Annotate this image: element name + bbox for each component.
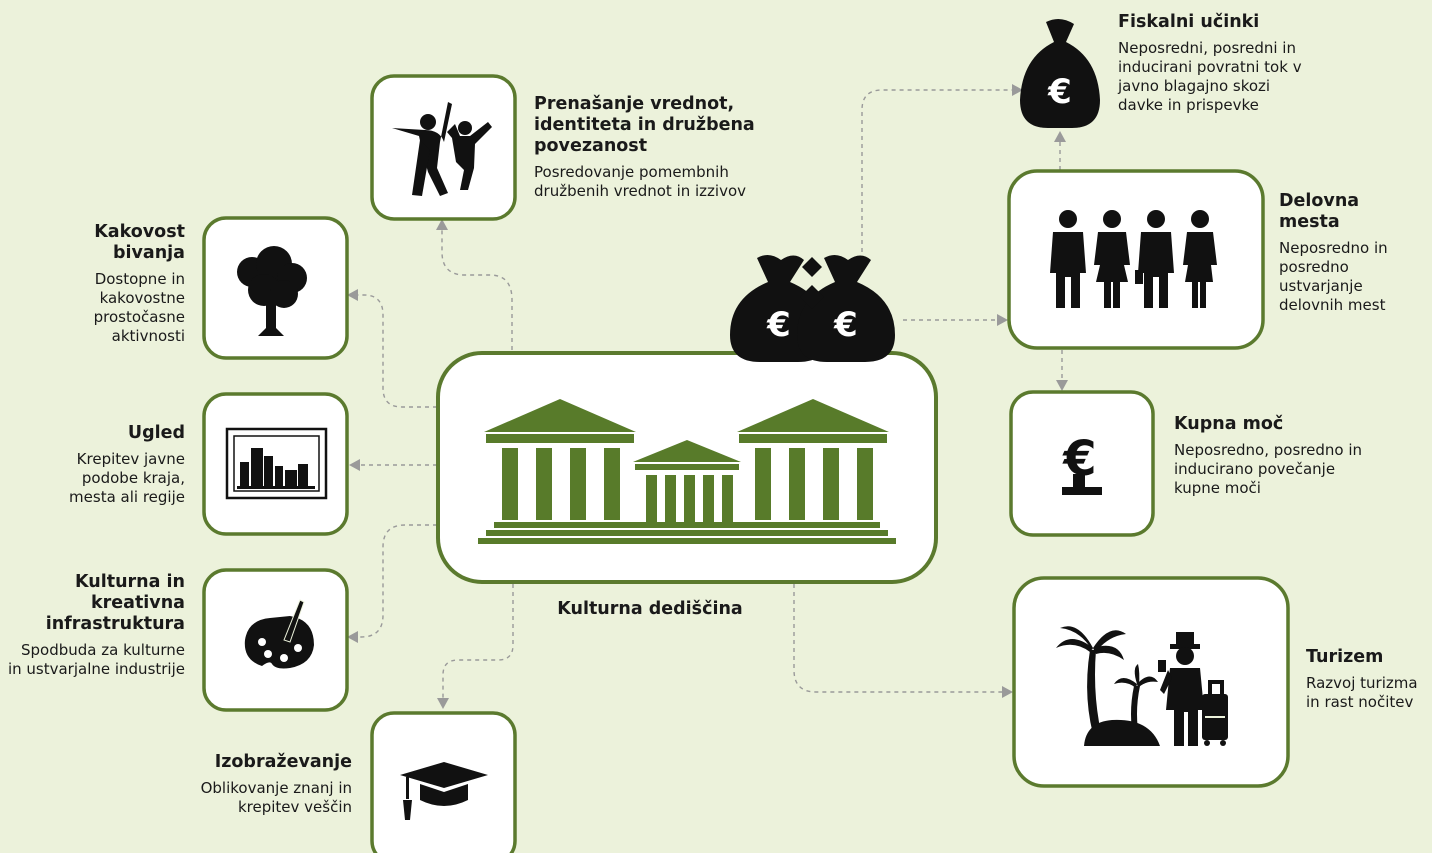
arrow-fiskalni-up bbox=[1054, 131, 1066, 142]
title-prenasanje: Prenašanje vrednot, identiteta in družbe… bbox=[534, 94, 755, 156]
desc-kupna: Neposredno, posredno in inducirano poveč… bbox=[1174, 441, 1362, 497]
classical-buildings-icon bbox=[478, 399, 896, 544]
title-kulturna: Kulturna in kreativna infrastruktura bbox=[45, 572, 185, 634]
text-kulturna: Kulturna in kreativna infrastruktura Spo… bbox=[4, 572, 185, 679]
text-turizem: Turizem Razvoj turizma in rast nočitev bbox=[1306, 647, 1428, 712]
title-kupna: Kupna moč bbox=[1174, 414, 1284, 434]
arrow-kupna bbox=[1056, 380, 1068, 391]
text-kupna: Kupna moč Neposredno, posredno in induci… bbox=[1174, 414, 1374, 498]
svg-text:€: € bbox=[833, 305, 858, 345]
connector-turizem bbox=[793, 584, 1002, 693]
svg-text:€: € bbox=[766, 305, 791, 345]
title-fiskalni: Fiskalni učinki bbox=[1118, 12, 1260, 32]
desc-delovna: Neposredno in posredno ustvarjanje delov… bbox=[1279, 239, 1388, 314]
text-izobrazevanje: Izobraževanje Oblikovanje znanj in krepi… bbox=[180, 752, 352, 817]
arrow-fiskalni bbox=[1012, 84, 1023, 96]
center-label: Kulturna dediščina bbox=[557, 599, 743, 619]
city-picture-icon bbox=[225, 427, 328, 500]
title-kakovost: Kakovost bivanja bbox=[94, 222, 185, 263]
arrow-ugled bbox=[349, 459, 360, 471]
connector-prenasanje bbox=[441, 230, 513, 350]
connectors bbox=[347, 84, 1068, 709]
arrow-prenasanje bbox=[436, 219, 448, 230]
text-delovna: Delovna mesta Neposredno in posredno ust… bbox=[1279, 191, 1404, 315]
title-izobrazevanje: Izobraževanje bbox=[214, 752, 352, 772]
text-fiskalni: Fiskalni učinki Neposredni, posredni in … bbox=[1118, 12, 1318, 115]
connector-kulturna bbox=[358, 524, 437, 638]
desc-fiskalni: Neposredni, posredni in inducirani povra… bbox=[1118, 39, 1302, 114]
svg-text:€: € bbox=[1047, 72, 1072, 112]
arrow-kakovost bbox=[347, 289, 358, 301]
text-kakovost: Kakovost bivanja Dostopne in kakovostne … bbox=[40, 222, 185, 346]
desc-kakovost: Dostopne in kakovostne prostočasne aktiv… bbox=[93, 270, 185, 345]
euro-money-bag-icon: € bbox=[1020, 18, 1100, 128]
euro-stand-icon: € bbox=[1062, 431, 1102, 495]
desc-izobrazevanje: Oblikovanje znanj in krepitev veščin bbox=[200, 779, 352, 816]
title-delovna: Delovna mesta bbox=[1279, 191, 1360, 232]
connector-fiskalni bbox=[861, 89, 1012, 252]
connector-kakovost bbox=[358, 294, 437, 408]
workers-icon bbox=[1050, 210, 1217, 308]
box-turizem bbox=[1012, 576, 1290, 788]
desc-ugled: Krepitev javne podobe kraja, mesta ali r… bbox=[69, 450, 185, 506]
text-prenasanje: Prenašanje vrednot, identiteta in družbe… bbox=[534, 94, 784, 201]
graduation-cap-icon bbox=[400, 762, 488, 820]
paint-palette-icon bbox=[244, 599, 314, 669]
tree-icon bbox=[237, 246, 307, 336]
title-ugled: Ugled bbox=[127, 423, 185, 443]
arrow-turizem bbox=[1002, 686, 1013, 698]
arrow-delovna bbox=[997, 314, 1008, 326]
desc-kulturna: Spodbuda za kulturne in ustvarjalne indu… bbox=[7, 641, 185, 678]
title-turizem: Turizem bbox=[1306, 647, 1384, 667]
dancing-people-icon bbox=[392, 102, 492, 196]
desc-turizem: Razvoj turizma in rast nočitev bbox=[1306, 674, 1418, 711]
box-prenasanje bbox=[370, 74, 517, 221]
money-bags-icon: € € bbox=[730, 254, 895, 362]
arrow-izobrazevanje bbox=[437, 698, 449, 709]
desc-prenasanje: Posredovanje pomembnih družbenih vrednot… bbox=[534, 163, 747, 200]
box-delovna bbox=[1007, 169, 1265, 350]
text-ugled: Ugled Krepitev javne podobe kraja, mesta… bbox=[40, 423, 185, 507]
box-kupna bbox=[1009, 390, 1155, 537]
connector-izobrazevanje bbox=[442, 584, 514, 698]
arrow-kulturna bbox=[347, 631, 358, 643]
tourist-palm-icon bbox=[1056, 626, 1228, 746]
